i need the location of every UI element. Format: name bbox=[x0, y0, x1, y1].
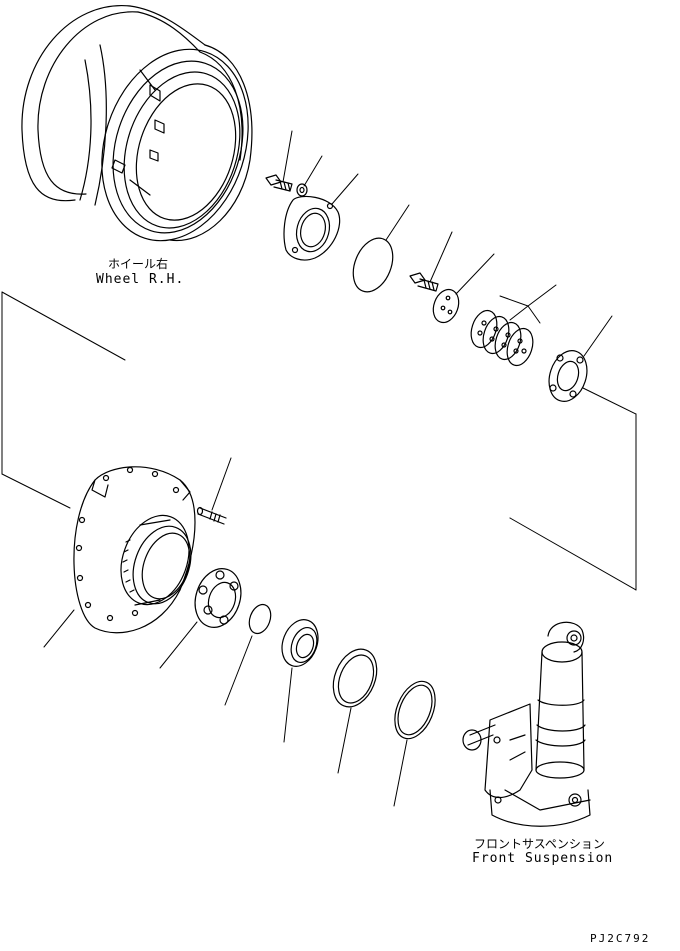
hub-stud-part bbox=[198, 508, 227, 525]
drawing-code: PJ2C792 bbox=[590, 932, 651, 945]
hub-cover-part bbox=[284, 196, 340, 260]
inner-bearing-part bbox=[188, 563, 248, 634]
leader-lines-top bbox=[283, 131, 612, 356]
wheel-hub-part bbox=[74, 467, 201, 633]
o-ring-small bbox=[245, 601, 274, 636]
wheel-label-en: Wheel R.H. bbox=[96, 272, 185, 287]
wheel-rim bbox=[22, 6, 272, 260]
oil-seal-part bbox=[276, 615, 324, 672]
suspension-label-jp: フロントサスペンション bbox=[474, 837, 605, 851]
suspension-label-en: Front Suspension bbox=[472, 851, 614, 866]
bearing-ring-part bbox=[543, 346, 593, 407]
bolt-part bbox=[266, 175, 292, 191]
wheel-label-jp: ホイール右 bbox=[108, 257, 169, 271]
assembly-frame-lines bbox=[2, 292, 636, 590]
lock-plate-part bbox=[429, 286, 463, 326]
shim-stack-part bbox=[467, 307, 538, 369]
o-ring-large bbox=[346, 232, 400, 297]
front-suspension-strut bbox=[463, 622, 590, 826]
bolt-part-2 bbox=[410, 273, 438, 291]
gasket-part bbox=[387, 675, 443, 744]
leader-lines-bottom bbox=[44, 458, 407, 806]
washer-part bbox=[297, 184, 307, 196]
retainer-ring-part bbox=[325, 643, 385, 714]
